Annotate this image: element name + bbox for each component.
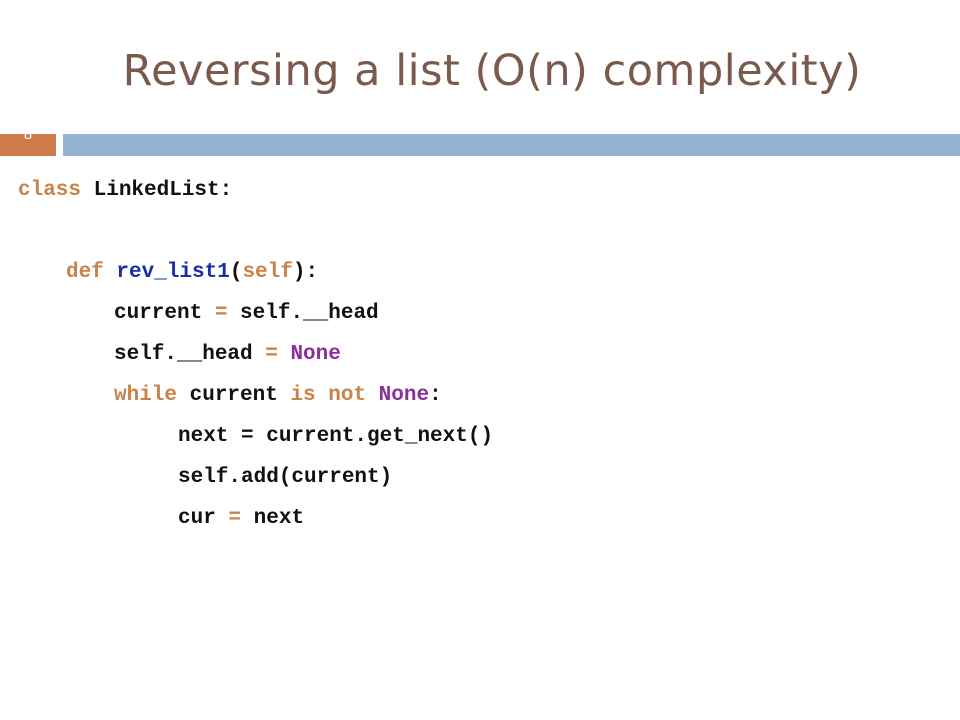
code-blank-line <box>18 215 493 256</box>
code-token: = <box>265 343 278 366</box>
code-token: rev_list1 <box>116 261 230 284</box>
code-token: next <box>241 507 305 530</box>
code-token: ( <box>229 261 243 284</box>
code-token <box>278 343 291 366</box>
code-line: class LinkedList: <box>18 174 493 215</box>
code-token: = <box>228 507 242 530</box>
code-line: while current is not None: <box>18 379 493 420</box>
slide-number: 8 <box>23 134 33 143</box>
code-line: cur = next <box>18 502 493 543</box>
code-token: current <box>114 302 215 325</box>
code-token: while <box>114 384 178 407</box>
code-block: class LinkedList:def rev_list1(self):cur… <box>18 174 493 543</box>
code-token: is not <box>290 384 367 407</box>
code-token: current <box>177 384 291 407</box>
code-token: ): <box>292 261 319 284</box>
code-token <box>104 261 117 284</box>
code-token <box>366 384 379 407</box>
code-line: next = current.get_next() <box>18 420 493 461</box>
code-token: self.__head <box>227 302 379 325</box>
code-token: LinkedList: <box>81 179 233 202</box>
code-token: = <box>214 302 228 325</box>
code-line: self.add(current) <box>18 461 493 502</box>
code-line: self.__head = None <box>18 338 493 379</box>
code-token: class <box>18 179 82 202</box>
slide-number-bar: 8 <box>0 134 56 156</box>
code-token: None <box>378 384 430 407</box>
code-token: cur <box>178 507 229 530</box>
code-token: def <box>66 261 104 284</box>
slide-title: Reversing a list (O(n) complexity) <box>122 46 862 96</box>
code-line: def rev_list1(self): <box>18 256 493 297</box>
code-token: self.add(current) <box>178 466 393 489</box>
code-line: current = self.__head <box>18 297 493 338</box>
header-accent-bar <box>63 134 960 156</box>
code-token: : <box>429 384 442 407</box>
code-token: self.__head <box>114 343 266 366</box>
code-token: self <box>242 261 293 284</box>
code-token: None <box>290 343 341 366</box>
code-token: next = current.get_next() <box>178 425 494 448</box>
